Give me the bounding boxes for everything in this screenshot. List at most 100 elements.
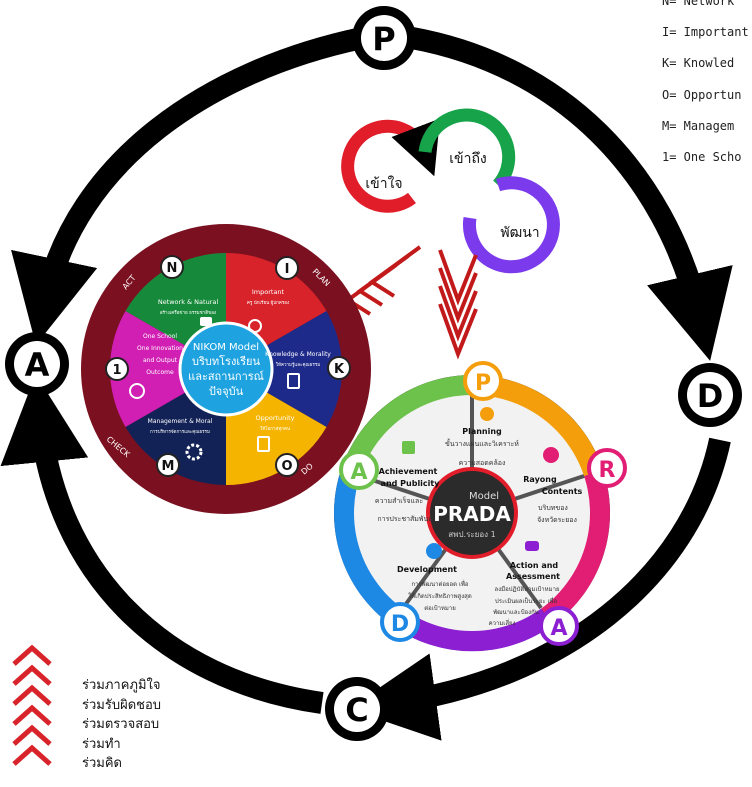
- nikom-letter-m: M: [162, 459, 175, 474]
- understand-access-develop-loop: เข้าใจ เข้าถึง พัฒนา: [341, 108, 560, 274]
- nikom-center-line4: ปัจจุบัน: [209, 385, 244, 398]
- pdca-letter-d: D: [697, 377, 724, 415]
- nikom-badge-i: I: [275, 256, 299, 280]
- legend-item-knowledge: K= Knowled: [662, 56, 735, 70]
- prada-letter-r: R: [599, 458, 616, 483]
- prada-development-l2: ให้เกิดประสิทธิภาพสูงสุด: [408, 592, 472, 600]
- legend-item-important: I= Important: [662, 25, 749, 39]
- chevron-arrows: [344, 245, 478, 360]
- nikom-network-sub: สร้างเครือข่าย ธรรมชาติของ: [160, 309, 216, 316]
- nikom-one-school-3: and Output: [143, 357, 178, 364]
- chevron-down-2: [438, 267, 478, 324]
- prada-letter-a2: A: [550, 616, 567, 641]
- prada-rayong-t1: Rayong: [523, 475, 557, 484]
- pdca-node-p: P: [352, 6, 416, 70]
- nikom-letter-one: 1: [112, 363, 121, 378]
- participation-item-think: ร่วมคิด: [82, 756, 122, 771]
- nikom-badge-n: N: [160, 255, 184, 279]
- nikom-letter-k: K: [334, 362, 345, 377]
- gear-icon: [185, 443, 203, 461]
- prada-badge-d: D: [380, 602, 420, 642]
- prada-badge-a2: A: [539, 606, 579, 646]
- stack-chevron-4: [12, 704, 52, 726]
- prada-achievement-t1: Achievement: [379, 467, 438, 476]
- legend-item-opportunity: O= Opportun: [662, 88, 742, 102]
- clipboard-icon: [257, 436, 270, 452]
- prada-center-model: Model: [469, 491, 499, 502]
- prada-letter-a1: A: [350, 460, 367, 485]
- prada-achievement-l2: การประชาสัมพันธ์: [377, 515, 432, 523]
- stack-chevron-6: [12, 744, 52, 766]
- nikom-letter-n: N: [167, 261, 178, 276]
- prada-action-t2: Assessment: [506, 572, 560, 581]
- prada-achievement-l1: ความสำเร็จและ: [375, 496, 423, 505]
- pdca-cycle-arrows: [0, 27, 733, 741]
- prada-planning-title: Planning: [462, 427, 502, 436]
- award-icon: [129, 383, 145, 399]
- chevron-down-3: [438, 285, 478, 342]
- pdca-letter-a: A: [25, 346, 50, 384]
- prada-action-l3: พัฒนาและป้องกัน: [493, 609, 539, 616]
- nikom-center-title: NIKOM Model: [193, 342, 259, 353]
- nikom-one-school-1: One School: [143, 333, 177, 340]
- nikom-legend: N= Network I= Important K= Knowled O= Op…: [662, 0, 752, 170]
- nikom-badge-k: K: [327, 356, 351, 380]
- prada-letter-p: P: [475, 371, 491, 396]
- arrow-p-to-d: [410, 27, 733, 361]
- thumbs-up-icon: [402, 441, 415, 454]
- arrow-d-to-c: [348, 437, 731, 741]
- nikom-opportunity-title: Opportunity: [255, 414, 294, 422]
- prada-badge-r: R: [587, 448, 627, 488]
- prada-center-tagline: สพป.ระยอง 1: [448, 530, 495, 539]
- stack-chevron-3: [12, 684, 52, 706]
- pdca-node-c: C: [325, 677, 389, 741]
- prada-letter-d: D: [391, 612, 409, 637]
- legend-item-network: N= Network: [662, 0, 735, 8]
- pdca-letter-c: C: [345, 691, 368, 729]
- checklist-icon: [287, 373, 300, 389]
- nikom-badge-m: M: [156, 453, 180, 477]
- nikom-network-title: Network & Natural: [158, 298, 219, 306]
- legend-item-management: M= Managem: [662, 119, 735, 133]
- stack-chevron-5: [12, 724, 52, 746]
- prada-wheel: Model PRADA สพป.ระยอง 1 Planning ขั้นวาง…: [334, 361, 627, 652]
- nikom-letter-o: O: [281, 459, 292, 474]
- prada-planning-l1: ขั้นวางแผนและวิเคราะห์: [445, 437, 519, 448]
- prada-badge-p: P: [463, 361, 503, 401]
- prada-center: [426, 467, 518, 559]
- nikom-center-line2: บริบทโรงเรียน: [192, 354, 260, 368]
- globe-icon: [543, 447, 559, 463]
- prada-achievement-t2: and Publicity: [381, 479, 441, 488]
- participation-item-inspect: ร่วมตรวจสอบ: [82, 717, 160, 732]
- nikom-important-title: Important: [252, 288, 285, 296]
- nikom-letter-i: I: [285, 262, 290, 277]
- loop-ring-understand: [341, 118, 440, 213]
- chevron-down-4: [438, 303, 478, 360]
- nikom-seg-knowledge: [226, 311, 343, 427]
- chevron-left-2: [356, 254, 410, 307]
- participation-item-do: ร่วมทำ: [82, 736, 121, 752]
- prada-action-t1: Action and: [510, 561, 559, 570]
- nikom-management-sub: การบริหารจัดการและคุณธรรม: [150, 429, 210, 435]
- prada-badge-a1: A: [339, 450, 379, 490]
- nikom-center-line3: และสถานการณ์: [188, 370, 264, 383]
- gears-icon: [480, 407, 494, 421]
- nikom-badge-o: O: [275, 453, 299, 477]
- prada-rayong-t2: Contents: [542, 487, 583, 496]
- pdca-node-d: D: [678, 363, 742, 427]
- stack-chevron-1: [12, 644, 52, 666]
- prada-action-l4: ความเสี่ยง: [489, 619, 516, 627]
- legend-item-one-school: 1= One Scho: [662, 150, 742, 164]
- team-icon: [426, 543, 442, 559]
- arrow-c-to-a: [0, 374, 324, 714]
- prada-development-l3: ต่อเป้าหมาย: [424, 605, 456, 612]
- prada-center-name: PRADA: [433, 502, 511, 526]
- participation-list: ร่วมภาคภูมิใจ ร่วมรับผิดชอบ ร่วมตรวจสอบ …: [82, 676, 161, 774]
- loop-label-develop: พัฒนา: [500, 225, 539, 241]
- nikom-one-school-4: Outcome: [146, 369, 174, 376]
- prada-development-l1: การพัฒนาต่อยอด เพื่อ: [411, 580, 468, 588]
- coins-icon: [525, 541, 539, 551]
- loop-label-understand: เข้าใจ: [365, 175, 402, 192]
- chevron-left-1: [368, 245, 422, 298]
